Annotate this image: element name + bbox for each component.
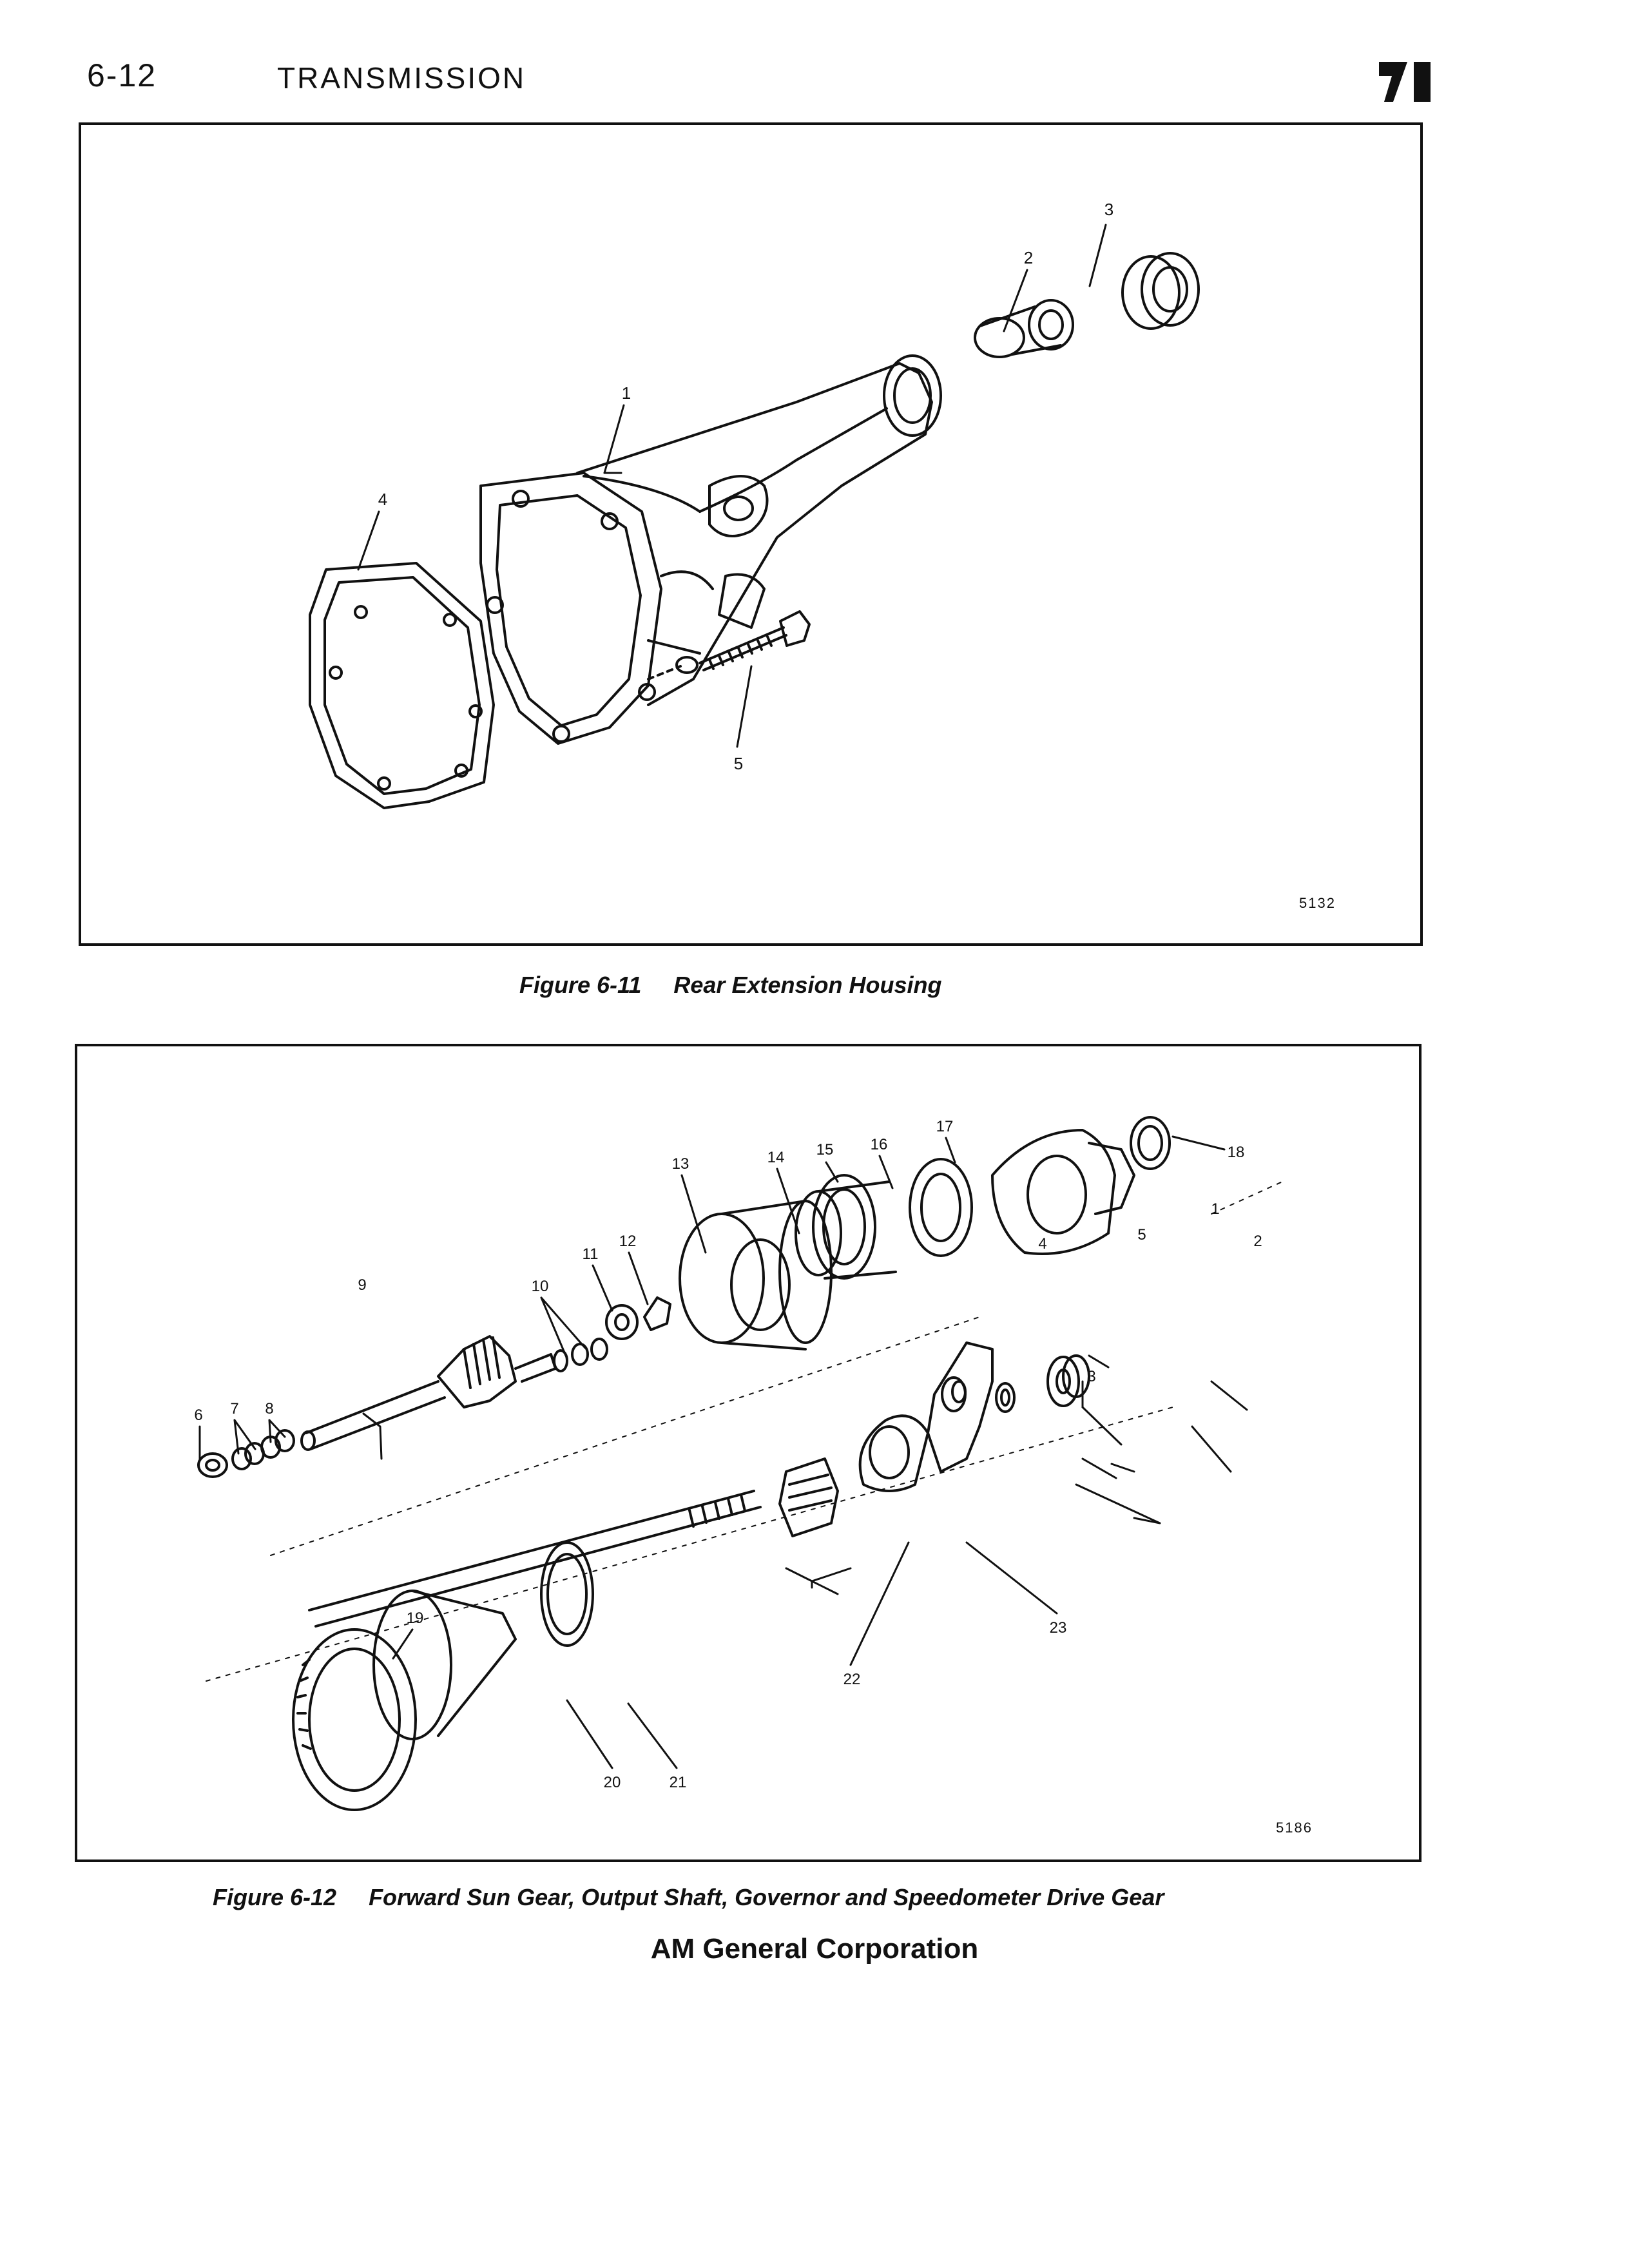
- callout-4: 4: [378, 490, 387, 509]
- gasket-drawing: [309, 562, 495, 809]
- callout-17: 17: [936, 1118, 954, 1135]
- callout-8: 8: [265, 1400, 273, 1418]
- callout-16: 16: [871, 1136, 888, 1153]
- callout-5: 5: [734, 754, 743, 773]
- callout-15: 15: [816, 1141, 834, 1158]
- callout-2: 2: [1024, 248, 1033, 267]
- callout-22: 22: [843, 1671, 861, 1688]
- upper-parts-drawing: [197, 1116, 1171, 1478]
- am-general-logo-icon: [1379, 62, 1431, 102]
- callout-12: 12: [619, 1233, 637, 1250]
- seal-drawing: [1121, 252, 1200, 330]
- figure-id-code: 5132: [1299, 895, 1336, 911]
- callout-13: 13: [672, 1155, 689, 1173]
- callout-3: 3: [1087, 1368, 1095, 1385]
- callout-19: 19: [407, 1610, 424, 1627]
- figure-6-11-frame: 1 2 3 4 5 5132: [79, 122, 1423, 946]
- bushing-drawing: [974, 299, 1074, 358]
- bolt-drawing: [647, 610, 811, 680]
- callout-7: 7: [230, 1400, 238, 1418]
- page-number: 6-12: [87, 57, 157, 93]
- callout-18: 18: [1228, 1144, 1245, 1161]
- callout-1: 1: [1211, 1200, 1219, 1218]
- rear-extension-housing-illustration: 1 2 3 4 5: [309, 200, 1200, 809]
- callout-23: 23: [1050, 1619, 1067, 1637]
- sun-gear-output-shaft-illustration: 1 2 3 4 5 6 7 8 9 10 11 12 13 14 15 16 1…: [194, 1116, 1283, 1811]
- callout-11: 11: [583, 1245, 599, 1263]
- figure-6-12-frame: 1 2 3 4 5 6 7 8 9 10 11 12 13 14 15 16 1…: [75, 1044, 1422, 1862]
- caption-title: Forward Sun Gear, Output Shaft, Governor…: [369, 1884, 1164, 1910]
- callout-5: 5: [1137, 1226, 1146, 1244]
- section-title: TRANSMISSION: [277, 61, 526, 95]
- callout-21: 21: [670, 1774, 687, 1791]
- callout-20: 20: [604, 1774, 621, 1791]
- callout-3: 3: [1104, 200, 1113, 219]
- callout-14: 14: [767, 1149, 785, 1166]
- housing-drawing: [479, 354, 942, 745]
- lower-parts-drawing: [292, 1341, 1090, 1811]
- figure-6-11-caption: Figure 6-11 Rear Extension Housing: [519, 972, 941, 999]
- caption-number: Figure 6-11: [519, 972, 642, 998]
- callout-4: 4: [1038, 1235, 1046, 1253]
- figure-id-code: 5186: [1276, 1820, 1313, 1836]
- callout-6: 6: [194, 1407, 202, 1424]
- callout-1: 1: [622, 383, 631, 403]
- callout-9: 9: [358, 1276, 366, 1294]
- figure-6-12-caption: Figure 6-12 Forward Sun Gear, Output Shaf…: [213, 1884, 1164, 1911]
- callout-2: 2: [1253, 1233, 1262, 1250]
- callout-10: 10: [532, 1278, 549, 1295]
- publisher-footer: AM General Corporation: [650, 1933, 979, 1965]
- caption-number: Figure 6-12: [213, 1884, 337, 1910]
- caption-title: Rear Extension Housing: [673, 972, 942, 998]
